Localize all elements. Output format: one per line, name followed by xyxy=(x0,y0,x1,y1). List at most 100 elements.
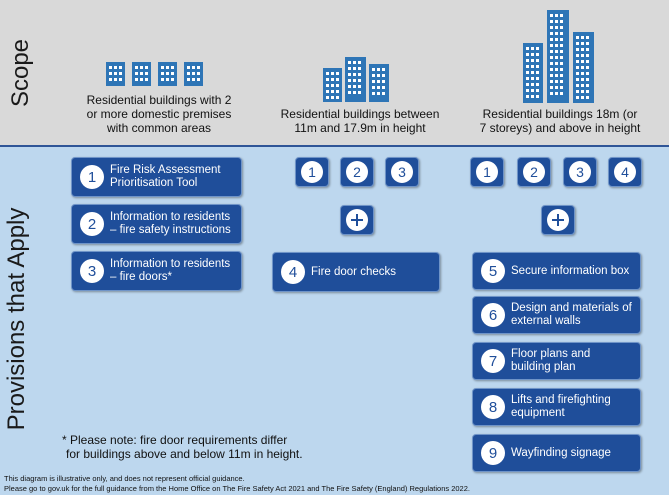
window-icon xyxy=(135,66,138,69)
window-icon xyxy=(550,44,553,47)
window-icon xyxy=(555,50,558,53)
window-icon xyxy=(114,66,117,69)
window-icon xyxy=(560,92,563,95)
window-icon xyxy=(550,20,553,23)
provision-label-line: Prioritisation Tool xyxy=(110,177,198,189)
provision-number: 1 xyxy=(476,161,498,183)
window-icon xyxy=(550,14,553,17)
window-icon xyxy=(536,83,539,86)
window-icon xyxy=(586,60,589,63)
window-icon xyxy=(382,92,385,95)
window-icon xyxy=(382,86,385,89)
window-icon xyxy=(555,26,558,29)
window-icon xyxy=(372,92,375,95)
provision-4-box: 4 Fire door checks xyxy=(272,252,440,292)
col3-provision-1-square: 1 xyxy=(470,157,504,187)
provision-label-line: Information to residents xyxy=(110,211,231,223)
window-icon xyxy=(135,78,138,81)
provision-number: 3 xyxy=(391,161,413,183)
window-icon xyxy=(586,78,589,81)
window-icon xyxy=(326,90,329,93)
provision-label-line: Secure information box xyxy=(511,264,630,277)
window-icon xyxy=(536,89,539,92)
window-icon xyxy=(526,83,529,86)
col3-provision-4-square: 4 xyxy=(608,157,642,187)
window-icon xyxy=(171,66,174,69)
window-icon xyxy=(326,96,329,99)
window-icon xyxy=(377,68,380,71)
provision-label: Wayfinding signage xyxy=(511,447,611,460)
window-icon xyxy=(586,36,589,39)
window-icon xyxy=(581,90,584,93)
scope-col2-text: Residential buildings between 11m and 17… xyxy=(270,107,450,135)
window-icon xyxy=(382,68,385,71)
provision-8-box: 8 Lifts and firefighting equipment xyxy=(472,388,641,426)
window-icon xyxy=(536,53,539,56)
window-icon xyxy=(531,77,534,80)
window-icon xyxy=(581,48,584,51)
window-icon xyxy=(187,72,190,75)
window-icon xyxy=(531,95,534,98)
window-icon xyxy=(109,72,112,75)
window-icon xyxy=(358,79,361,82)
scope-col1-line: Residential buildings with 2 xyxy=(86,93,232,107)
building-icon xyxy=(184,62,203,86)
window-icon xyxy=(560,56,563,59)
window-icon xyxy=(372,74,375,77)
window-icon xyxy=(109,78,112,81)
window-icon xyxy=(550,74,553,77)
window-icon xyxy=(166,78,169,81)
window-icon xyxy=(581,60,584,63)
window-icon xyxy=(555,44,558,47)
provision-number: 3 xyxy=(569,161,591,183)
window-icon xyxy=(336,96,339,99)
window-icon xyxy=(161,78,164,81)
window-icon xyxy=(576,78,579,81)
window-icon xyxy=(531,83,534,86)
window-icon xyxy=(135,72,138,75)
provision-2-box: 2 Information to residents – fire safety… xyxy=(71,204,242,244)
window-icon xyxy=(526,77,529,80)
window-icon xyxy=(171,72,174,75)
provision-label-line: Fire Risk Assessment xyxy=(110,164,221,176)
window-icon xyxy=(326,84,329,87)
window-icon xyxy=(353,91,356,94)
provision-label-line: Wayfinding signage xyxy=(511,446,611,459)
provision-label: Floor plans and building plan xyxy=(511,348,590,374)
building-icon xyxy=(158,62,177,86)
window-icon xyxy=(581,66,584,69)
col2-provision-3-square: 3 xyxy=(385,157,419,187)
window-icon xyxy=(526,47,529,50)
window-icon xyxy=(531,71,534,74)
window-icon xyxy=(358,91,361,94)
window-icon xyxy=(348,61,351,64)
window-icon xyxy=(586,42,589,45)
col2-plus-square xyxy=(340,205,374,235)
window-icon xyxy=(555,68,558,71)
window-icon xyxy=(531,65,534,68)
building-icon xyxy=(573,32,594,103)
provision-number: 5 xyxy=(481,259,505,283)
window-icon xyxy=(560,26,563,29)
window-icon xyxy=(358,73,361,76)
provision-number: 9 xyxy=(481,441,505,465)
window-icon xyxy=(550,92,553,95)
window-icon xyxy=(187,66,190,69)
window-icon xyxy=(560,62,563,65)
window-icon xyxy=(555,86,558,89)
window-icon xyxy=(581,42,584,45)
window-icon xyxy=(348,67,351,70)
scope-label: Scope xyxy=(7,38,34,108)
provision-label-line: building plan xyxy=(511,361,576,373)
provision-label-line: Information to residents xyxy=(110,258,231,270)
window-icon xyxy=(576,84,579,87)
col3-plus-square xyxy=(541,205,575,235)
window-icon xyxy=(555,80,558,83)
window-icon xyxy=(166,66,169,69)
window-icon xyxy=(336,84,339,87)
window-icon xyxy=(140,66,143,69)
window-icon xyxy=(576,72,579,75)
window-icon xyxy=(576,60,579,63)
window-icon xyxy=(555,20,558,23)
window-icon xyxy=(197,66,200,69)
